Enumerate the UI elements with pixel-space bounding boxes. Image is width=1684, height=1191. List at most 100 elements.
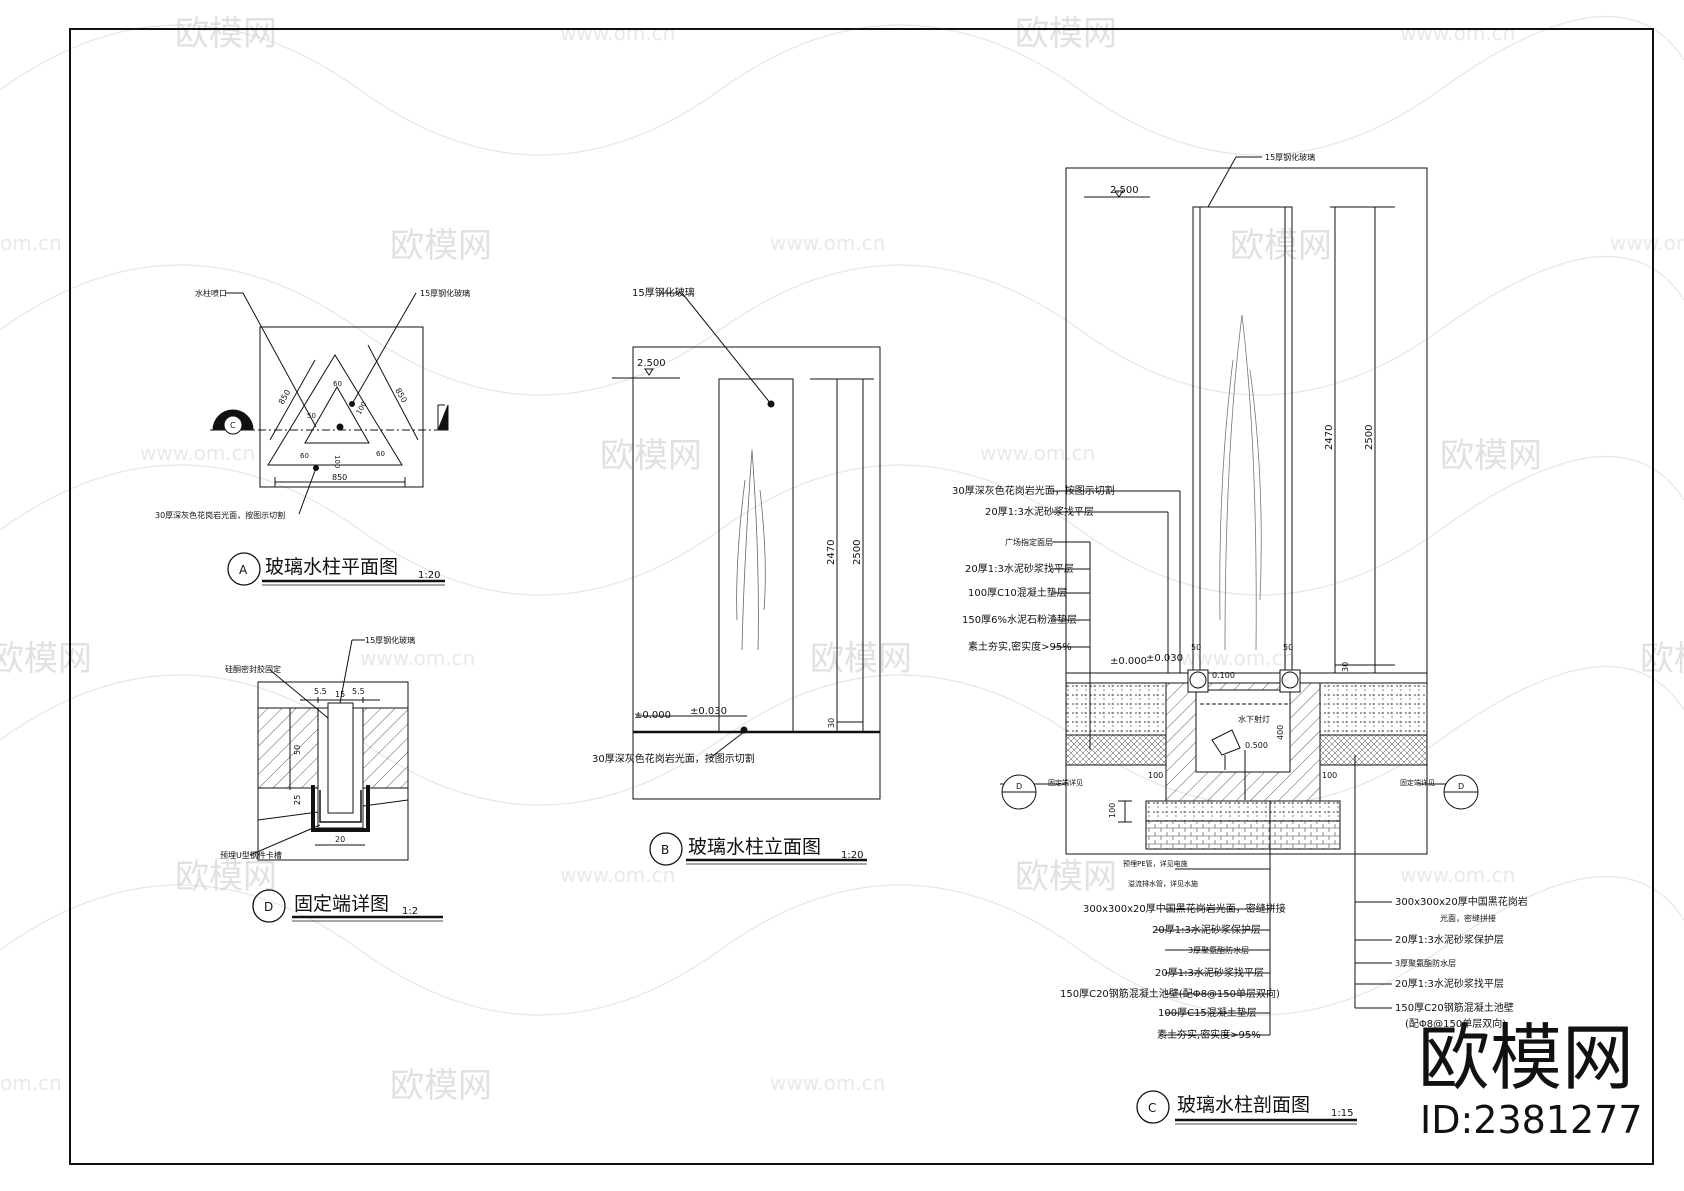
- panel-a-label: A: [239, 563, 248, 577]
- panel-a-text: 水柱喷口 15厚钢化玻璃 30厚深灰色花岗岩光面，按图示切割 850 850 8…: [155, 288, 470, 520]
- right-note-6: (配Φ8@150单层双向): [1405, 1017, 1506, 1030]
- watermark-brand: 欧模网: [1230, 226, 1332, 266]
- dim-60-top: 60: [333, 380, 342, 388]
- watermark-url-fragment: om.cn: [0, 231, 62, 255]
- watermark-url-fragment: om.cn: [0, 1071, 62, 1095]
- section-mark-d-right: D: [1458, 782, 1464, 791]
- panel-d-scale: 1:2: [402, 906, 418, 917]
- bottom-note-1: 20厚1:3水泥砂浆保护层: [1152, 923, 1261, 936]
- dim-50-left: 50: [1191, 643, 1201, 652]
- brand-watermark: 欧模网 ID:2381277: [1418, 1016, 1643, 1142]
- panel-b-label: B: [661, 843, 669, 857]
- left-note-0: 30厚深灰色花岗岩光面，按图示切割: [952, 484, 1115, 497]
- level-zero-b: ±0.000: [634, 710, 671, 721]
- brand-watermark-id: ID:2381277: [1420, 1098, 1643, 1142]
- watermark-url: www.om.cn: [1400, 21, 1515, 45]
- level-500-c: 0.500: [1245, 741, 1268, 750]
- dim-60-a: 60: [300, 452, 309, 460]
- dim-60-b: 60: [376, 450, 385, 458]
- section-mark-c: C: [230, 421, 236, 430]
- left-note-6: 素土夯实,密实度>95%: [968, 640, 1072, 653]
- watermark-brand: 欧模网: [810, 639, 912, 679]
- left-note-2: 广场指定面层: [1005, 537, 1053, 547]
- right-note-5: 150厚C20钢筋混凝土池壁: [1395, 1001, 1514, 1014]
- left-note-5: 150厚6%水泥石粉渣垫层: [962, 613, 1077, 626]
- watermark-brand: 欧模网: [1015, 14, 1117, 54]
- watermark-url: www.om.cn: [360, 646, 475, 670]
- watermark-group: 欧模网 www.om.cn 欧模网 www.om.cn om.cn 欧模网 ww…: [0, 14, 1684, 1106]
- dim-100-left: 100: [1148, 771, 1163, 780]
- dim-15: 15: [335, 690, 345, 699]
- left-note-1: 20厚1:3水泥砂浆找平层: [985, 505, 1094, 518]
- dim-20-d: 20: [335, 835, 345, 844]
- pipe-note-1: 预埋PE管，详见电施: [1123, 859, 1188, 868]
- watermark-url: www.om.cn: [770, 1071, 885, 1095]
- dim-2500-b: 2500: [852, 540, 863, 565]
- left-note-3: 20厚1:3水泥砂浆找平层: [965, 562, 1074, 575]
- panel-d-label: D: [264, 900, 273, 914]
- watermark-url: www.om.cn: [1610, 231, 1684, 255]
- panel-a-plan: [210, 292, 449, 515]
- dim-100-right: 100: [1322, 771, 1337, 780]
- panel-b-elevation: [612, 292, 881, 800]
- watermark-brand: 欧模网: [1640, 639, 1684, 679]
- panel-b-title: 玻璃水柱立面图: [688, 836, 821, 858]
- level-plus-c: ±0.030: [1146, 653, 1183, 664]
- watermark-url: www.om.cn: [560, 863, 675, 887]
- level-top-c: 2.500: [1110, 185, 1139, 196]
- right-note-2: 20厚1:3水泥砂浆保护层: [1395, 933, 1504, 946]
- watermark-brand: 欧模网: [1440, 436, 1542, 476]
- dim-30-b: 30: [827, 718, 836, 728]
- watermark-brand: 欧模网: [175, 857, 277, 897]
- dim-5-5-right: 5.5: [352, 687, 365, 696]
- dim-400: 400: [1276, 725, 1285, 740]
- right-note-4: 20厚1:3水泥砂浆找平层: [1395, 977, 1504, 990]
- bottom-note-5: 100厚C15混凝土垫层: [1158, 1006, 1257, 1019]
- brand-watermark-logo: 欧模网: [1418, 1016, 1634, 1100]
- panel-b-title: B 玻璃水柱立面图 1:20: [649, 832, 867, 866]
- panel-c-scale: 1:15: [1331, 1108, 1353, 1119]
- panel-b-scale: 1:20: [841, 850, 863, 861]
- panel-a-title: A 玻璃水柱平面图 1:20: [227, 552, 445, 586]
- note-glass-b: 15厚钢化玻璃: [632, 286, 695, 299]
- panel-d-title: 固定端详图: [294, 893, 389, 915]
- right-note-0: 300x300x20厚中国黑花岗岩: [1395, 895, 1528, 908]
- watermark-brand: 欧模网: [0, 639, 92, 679]
- watermark-url: www.om.cn: [1400, 863, 1515, 887]
- pipe-note-2: 溢流排水管，详见水施: [1128, 879, 1198, 888]
- panel-c-section: [1000, 156, 1479, 1036]
- note-steel: 预埋U型钢件卡槽: [220, 850, 282, 860]
- watermark-url: www.om.cn: [560, 21, 675, 45]
- watermark-brand: 欧模网: [600, 436, 702, 476]
- panel-d-text: 硅酮密封胶固定 15厚钢化玻璃 预埋U型钢件卡槽 5.5 15 5.5 50 2…: [220, 635, 415, 860]
- right-note-3: 3厚聚氨酯防水层: [1395, 958, 1456, 968]
- sheet-border: [69, 28, 1654, 1165]
- panel-c-title: 玻璃水柱剖面图: [1177, 1094, 1310, 1116]
- note-glass-d: 15厚钢化玻璃: [365, 635, 415, 645]
- bottom-note-4: 150厚C20钢筋混凝土池壁(配Φ8@150单层双向): [1060, 987, 1280, 1000]
- dim-2470-c: 2470: [1324, 425, 1335, 450]
- dim-2470-b: 2470: [826, 540, 837, 565]
- watermark-brand: 欧模网: [390, 226, 492, 266]
- note-glass: 15厚钢化玻璃: [420, 288, 470, 298]
- watermark-url: www.om.cn: [980, 441, 1095, 465]
- panel-d-detail: [249, 639, 409, 861]
- level-zero-c: ±0.000: [1110, 656, 1147, 667]
- section-mark-d-left: D: [1016, 782, 1022, 791]
- watermark-url: www.om.cn: [140, 441, 255, 465]
- watermark-url: www.om.cn: [1180, 646, 1295, 670]
- level-100-c: 0.100: [1212, 671, 1235, 680]
- dim-100-a: 100: [355, 400, 369, 416]
- dim-5-5-left: 5.5: [314, 687, 327, 696]
- watermark-brand: 欧模网: [390, 1066, 492, 1106]
- note-nozzle: 水柱喷口: [195, 288, 227, 298]
- watermark-brand: 欧模网: [1015, 857, 1117, 897]
- bottom-note-6: 素土夯实,密实度>95%: [1157, 1028, 1261, 1041]
- fix-note-left: 固定端详见: [1048, 778, 1083, 787]
- note-floor-b: 30厚深灰色花岗岩光面，按图示切割: [592, 752, 755, 765]
- note-glue: 硅酮密封胶固定: [225, 664, 281, 674]
- note-glass-c: 15厚钢化玻璃: [1265, 152, 1315, 162]
- level-top-b: 2.500: [637, 358, 666, 369]
- dim-50: 50: [307, 412, 316, 420]
- note-floor: 30厚深灰色花岗岩光面，按图示切割: [155, 510, 285, 520]
